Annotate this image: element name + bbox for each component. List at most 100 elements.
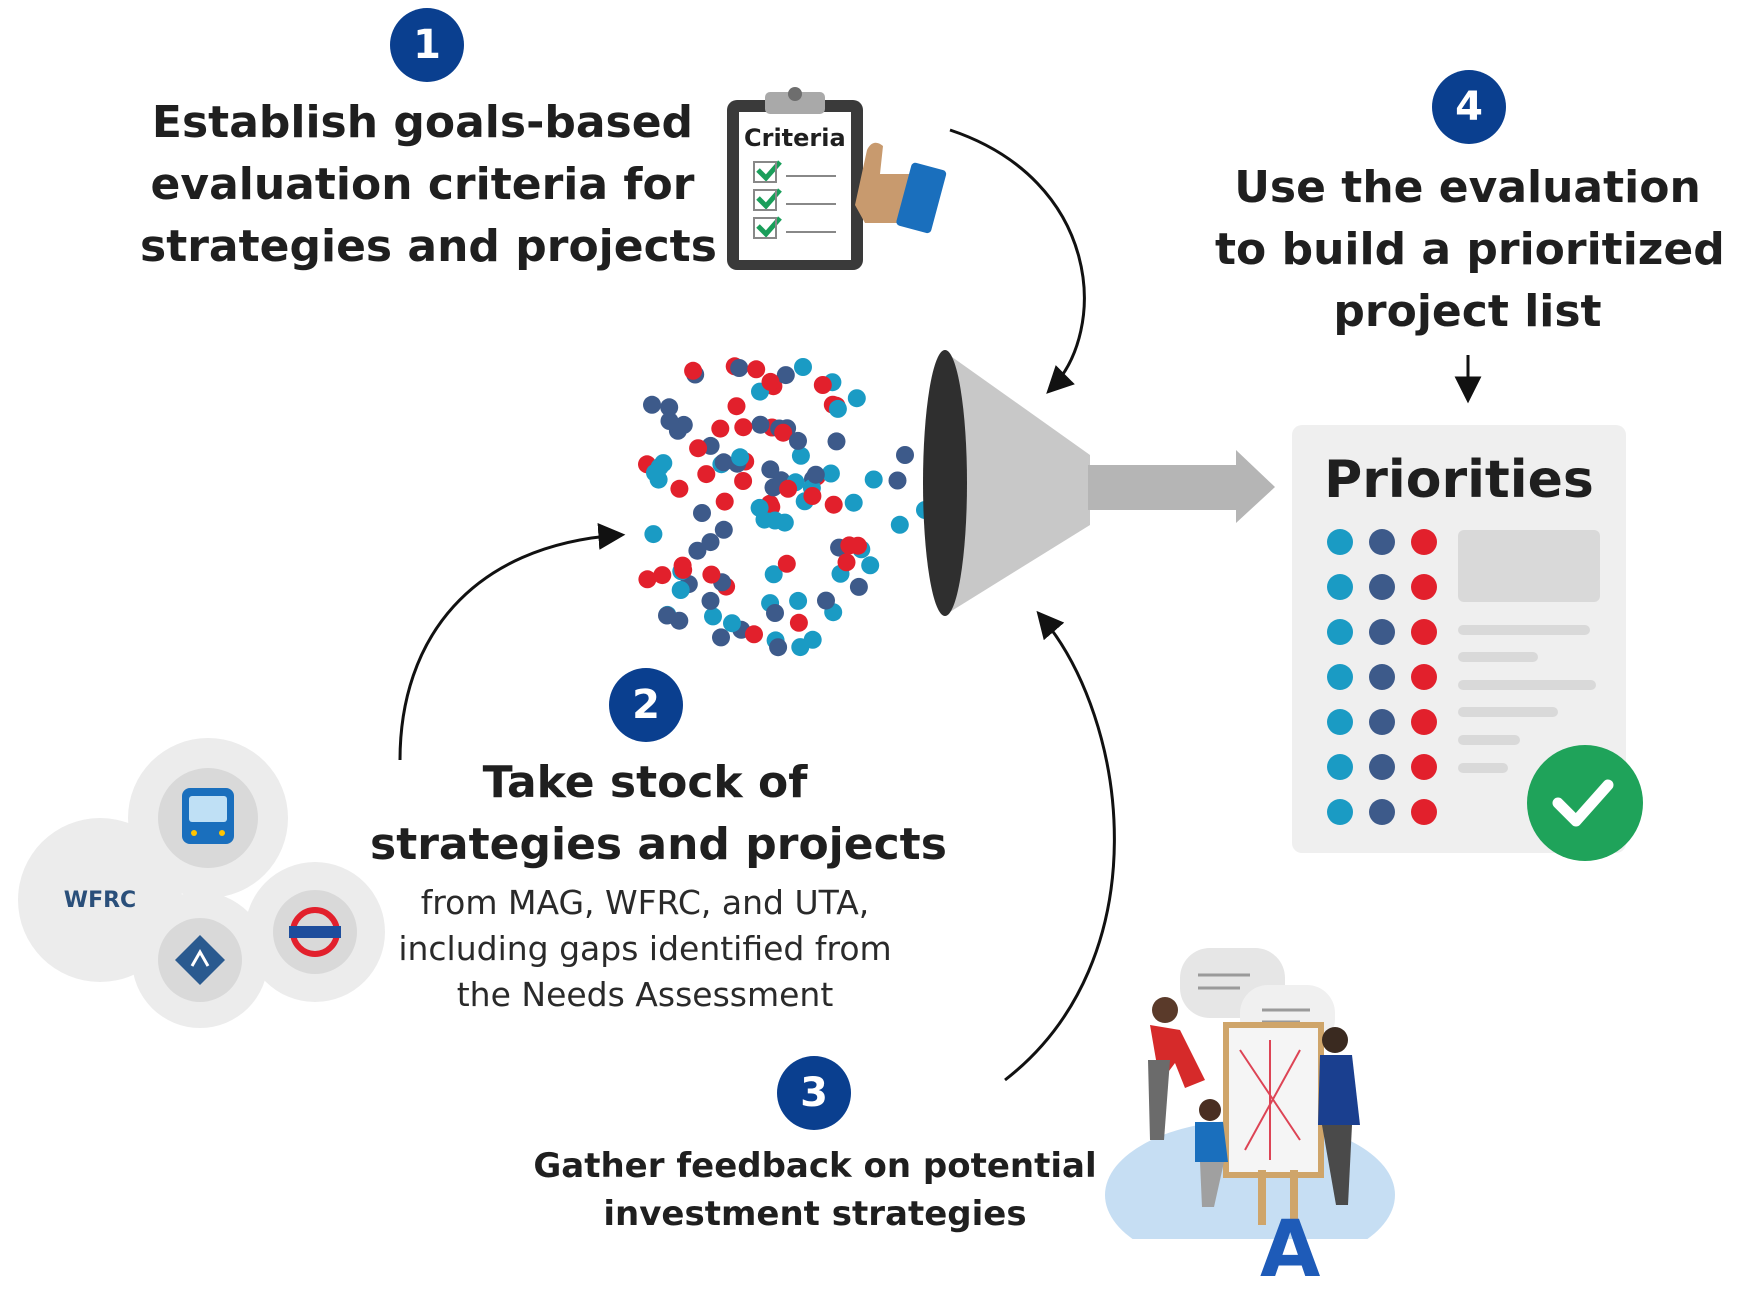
step-1-badge: 1 [390, 8, 464, 82]
project-dot [840, 536, 859, 555]
project-dot [837, 553, 856, 572]
project-dot [747, 360, 766, 379]
project-dot [704, 607, 722, 626]
project-dot [827, 432, 846, 451]
project-dot [723, 614, 741, 633]
check-circle-icon [1527, 745, 1643, 861]
arrow-criteria-to-funnel [949, 128, 1086, 394]
priority-dot [1411, 619, 1437, 645]
priority-dot [1411, 529, 1437, 555]
step-1-title-line: evaluation criteria for [150, 159, 695, 210]
priority-dot [1327, 754, 1353, 780]
priority-dot [1411, 709, 1437, 735]
step-4-title: Use the evaluation to build a prioritize… [1215, 157, 1725, 343]
project-dot [776, 366, 795, 385]
step-4-title-line: project list [1333, 286, 1602, 337]
project-dot [821, 464, 840, 483]
project-dot [791, 446, 810, 465]
project-dot [769, 638, 788, 657]
agency-gears [18, 738, 385, 1028]
project-dot [789, 591, 808, 610]
project-dot [896, 446, 914, 464]
project-dot [671, 581, 690, 599]
project-dot [670, 479, 689, 498]
clipboard-label: Criteria [744, 124, 846, 152]
project-dot [730, 359, 749, 377]
priority-dot [1327, 574, 1353, 600]
project-dot [806, 465, 825, 484]
project-dot [673, 556, 692, 575]
priority-dot [1369, 754, 1395, 780]
project-dot [701, 591, 720, 610]
step-3-badge: 3 [777, 1056, 851, 1130]
project-dot [861, 556, 880, 575]
project-dot [847, 389, 866, 408]
project-dot [779, 479, 798, 498]
funnel-icon [923, 350, 1275, 616]
project-dot [864, 470, 883, 489]
step-2-detail-line: the Needs Assessment [456, 975, 834, 1014]
project-dot [789, 613, 808, 632]
project-dot [794, 358, 812, 376]
project-dot [701, 533, 720, 552]
project-dot [761, 460, 780, 479]
project-dot [660, 412, 679, 430]
project-dot [828, 399, 847, 418]
project-dot [817, 591, 835, 610]
project-dot [711, 419, 730, 438]
priority-dot [1369, 664, 1395, 690]
project-dot [890, 515, 909, 534]
project-dot [731, 448, 750, 467]
person-child [1195, 1099, 1228, 1207]
connector-arrows [398, 128, 1482, 1082]
project-dot [712, 628, 730, 647]
project-dot [734, 418, 753, 437]
cropped-heading-text: A [1260, 1205, 1321, 1295]
step-4-badge: 4 [1432, 70, 1506, 144]
wfrc-logo: WFRC [63, 888, 137, 913]
priority-dot [1327, 664, 1353, 690]
step-2-title-line: Take stock of [482, 757, 808, 808]
step-4-title-line: Use the evaluation [1234, 162, 1701, 213]
step-2-detail: from MAG, WFRC, and UTA, including gaps … [370, 880, 920, 1018]
clipboard-checklist-icon [727, 87, 947, 270]
arrow-stock-to-dots [398, 522, 626, 761]
project-dot [689, 439, 708, 458]
step-1-title: Establish goals-based evaluation criteri… [140, 92, 717, 278]
person-left [1148, 997, 1205, 1140]
bus-icon [182, 788, 234, 844]
step-3-title-line: Gather feedback on potential [533, 1146, 1097, 1186]
step-4-title-line: to build a prioritized [1215, 224, 1725, 275]
project-dot [674, 415, 693, 434]
step-3-title: Gather feedback on potential investment … [500, 1142, 1130, 1238]
mag-logo [175, 935, 225, 985]
project-dot [761, 372, 780, 391]
project-dot [697, 465, 716, 484]
project-dot [715, 492, 734, 511]
project-dot [766, 511, 784, 530]
priority-dot [1327, 529, 1353, 555]
priority-dot [1411, 799, 1437, 825]
project-dot [670, 611, 689, 630]
project-dot [653, 566, 672, 585]
priority-dot [1369, 574, 1395, 600]
priority-dot [1369, 709, 1395, 735]
project-dot [789, 431, 807, 450]
thumbs-up-icon [855, 142, 947, 234]
step-2-detail-line: from MAG, WFRC, and UTA, [420, 883, 870, 922]
step-1-title-line: Establish goals-based [151, 97, 694, 148]
step-3-title-line: investment strategies [603, 1194, 1027, 1234]
priority-dot [1369, 799, 1395, 825]
step-1-title-line: strategies and projects [140, 221, 717, 272]
project-dot [638, 570, 657, 589]
project-dot [824, 495, 843, 514]
priority-dot [1411, 574, 1437, 600]
project-dot [844, 493, 863, 512]
project-dot [813, 376, 832, 394]
priorities-title: Priorities [1324, 450, 1594, 510]
project-dot [766, 604, 784, 622]
project-dot [660, 398, 679, 417]
priority-dot [1411, 664, 1437, 690]
arrow-feedback-to-funnel [1004, 610, 1116, 1082]
project-dot [727, 397, 746, 416]
